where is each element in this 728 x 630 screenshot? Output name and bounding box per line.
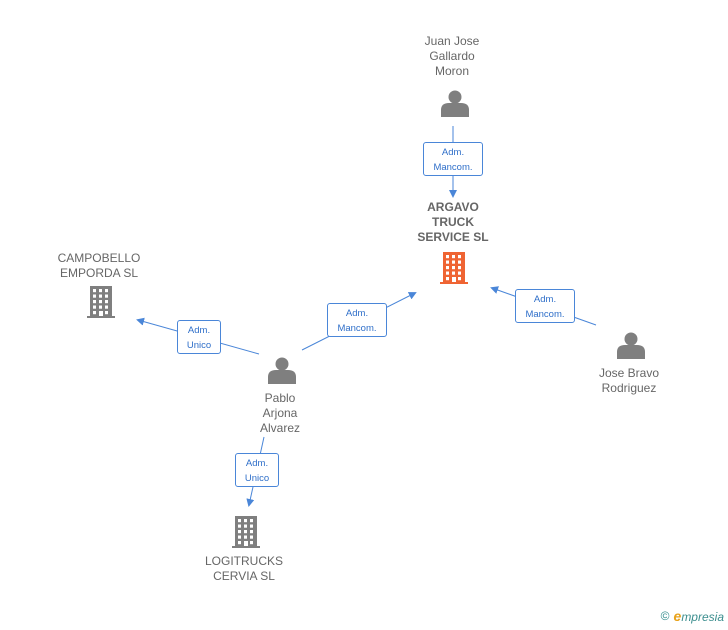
brand-rest: mpresia	[681, 610, 724, 624]
empresia-watermark[interactable]: © empresia	[661, 608, 724, 624]
building-icon-campobello[interactable]	[87, 286, 115, 318]
nodes-layer	[87, 90, 645, 548]
copyright-symbol: ©	[660, 609, 670, 623]
node-label-juan[interactable]: Juan Jose Gallardo Moron	[424, 34, 480, 78]
building-icon-logitrucks[interactable]	[232, 516, 260, 548]
building-icon-argavo[interactable]	[440, 252, 468, 284]
node-label-argavo[interactable]: ARGAVO TRUCK SERVICE SL	[417, 200, 489, 244]
node-label-pablo[interactable]: Pablo Arjona Alvarez	[259, 391, 300, 435]
edge-label-pablo-campobello[interactable]: Adm. Unico	[177, 320, 221, 354]
node-label-logitrucks[interactable]: LOGITRUCKS CERVIA SL	[204, 554, 283, 583]
person-icon-jose[interactable]	[617, 332, 645, 360]
edge-label-pablo-argavo[interactable]: Adm. Mancom.	[327, 303, 387, 337]
edge-label-juan-argavo[interactable]: Adm. Mancom.	[423, 142, 483, 176]
edge-label-pablo-logitrucks[interactable]: Adm. Unico	[235, 453, 279, 487]
node-label-campobello[interactable]: CAMPOBELLO EMPORDA SL	[57, 251, 141, 280]
empresia-logo: empresia	[674, 608, 724, 624]
person-icon-juan[interactable]	[441, 90, 469, 118]
brand-initial: e	[673, 608, 682, 624]
edge-label-jose-argavo[interactable]: Adm. Mancom.	[515, 289, 575, 323]
node-label-jose[interactable]: Jose Bravo Rodriguez	[598, 366, 660, 395]
person-icon-pablo[interactable]	[268, 357, 296, 385]
